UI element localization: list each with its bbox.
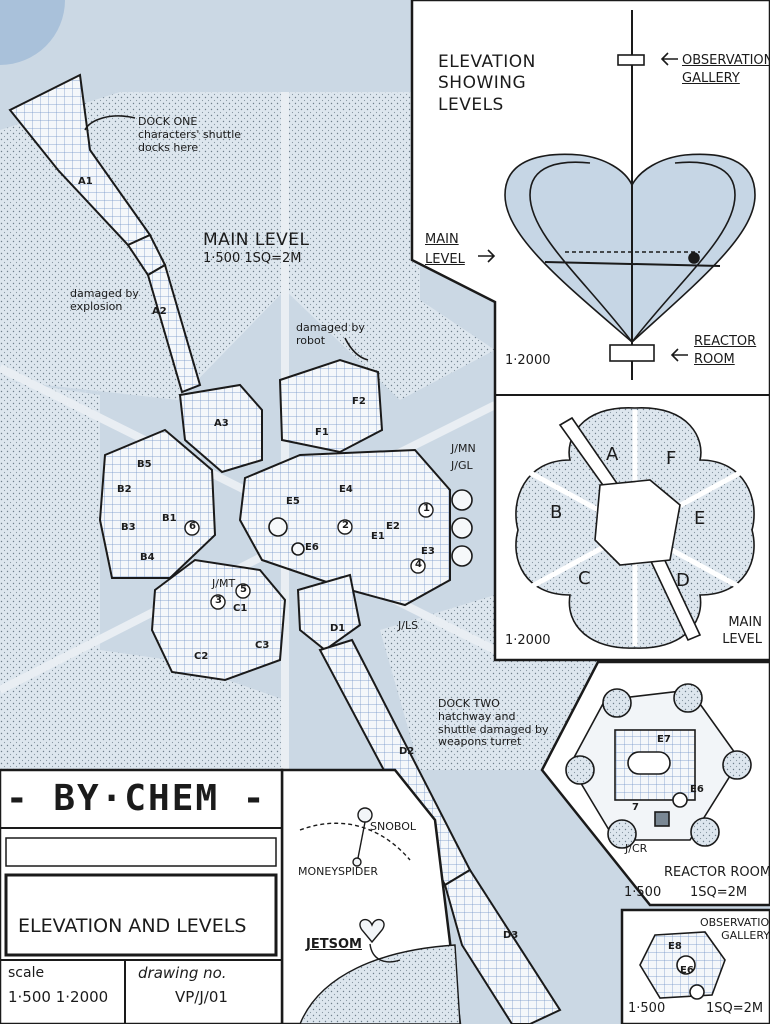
- sector-label: B: [550, 502, 563, 523]
- room-label: E6: [305, 542, 319, 553]
- snobol-label: SNOBOL: [370, 820, 417, 833]
- room-label: B3: [121, 522, 136, 533]
- elevation-drawing: [504, 10, 756, 380]
- room-label: E7: [657, 734, 671, 745]
- room-label: A3: [214, 418, 229, 429]
- observation-scale: 1·500: [628, 1001, 666, 1016]
- arrows: [84, 52, 688, 362]
- room-label: D1: [330, 623, 346, 634]
- room-label: D2: [399, 746, 415, 757]
- room-label: B4: [140, 552, 155, 563]
- main-level-pods: [268, 489, 473, 567]
- room-label: C1: [233, 603, 248, 614]
- main-level-label: MAIN LEVEL: [425, 232, 465, 267]
- marker-number: 3: [215, 595, 222, 606]
- room-label: F2: [352, 396, 366, 407]
- room-label: E3: [421, 546, 435, 557]
- reactor-room-grid: 1SQ=2M: [690, 885, 748, 900]
- moneyspider-label: MONEYSPIDER: [298, 865, 378, 878]
- main-marker-circles: [184, 502, 434, 610]
- junction-label: J/MN: [451, 442, 476, 455]
- damage-explosion-note: damaged by explosion: [70, 287, 139, 313]
- dock-two-title: DOCK TWO: [438, 697, 500, 710]
- reactor-drawing: [565, 683, 752, 849]
- bychem-logo: - BY·CHEM -: [6, 778, 267, 819]
- elevation-scale: 1·2000: [505, 353, 551, 368]
- marker-number: 2: [342, 520, 349, 531]
- jetsom-drawing: [299, 807, 461, 1024]
- damage-robot-note: damaged by robot: [296, 321, 365, 347]
- scale-value: 1·500 1·2000: [8, 988, 109, 1006]
- room-label: A1: [78, 176, 93, 187]
- marker-number: 1: [423, 503, 430, 514]
- junction-label: J/GL: [451, 459, 473, 472]
- room-label: E1: [371, 531, 385, 542]
- dock-one-note: characters' shuttle docks here: [138, 128, 242, 154]
- station-plan: [8, 73, 562, 1024]
- room-label: E2: [386, 521, 400, 532]
- elevation-title: ELEVATION SHOWING LEVELS: [438, 52, 536, 115]
- main-level-scale: 1·500 1SQ=2M: [203, 251, 302, 266]
- reactor-room-label: REACTOR ROOM: [694, 334, 757, 367]
- room-label: C3: [255, 640, 270, 651]
- sector-label: C: [578, 568, 591, 589]
- junction-label: J/MT: [212, 577, 236, 590]
- observation-gallery-title: OBSERVATION GALLERY: [700, 916, 770, 942]
- scale-label: scale: [8, 965, 45, 981]
- plan-drawing: [515, 407, 755, 649]
- reactor-room-scale: 1·500: [624, 885, 662, 900]
- drawing-number-value: VP/J/01: [175, 988, 228, 1006]
- room-label: B5: [137, 459, 152, 470]
- junction-label: J/LS: [398, 619, 419, 632]
- marker-number: 7: [632, 802, 639, 813]
- drawing-number-label: drawing no.: [138, 964, 227, 982]
- room-label: E6: [690, 784, 704, 795]
- room-label: D3: [503, 930, 519, 941]
- main-level-title: MAIN LEVEL: [203, 230, 310, 250]
- dock-two-note: hatchway and shuttle damaged by weapons …: [438, 710, 549, 749]
- sector-label: D: [676, 570, 690, 591]
- plan-main-level-label: MAIN LEVEL: [722, 615, 762, 647]
- room-label: E4: [339, 484, 353, 495]
- sector-label: F: [666, 448, 677, 469]
- room-label: E6: [680, 965, 694, 976]
- observation-grid: 1SQ=2M: [706, 1001, 764, 1016]
- room-label: C2: [194, 651, 209, 662]
- marker-number: 5: [240, 584, 247, 595]
- marker-number: 4: [415, 559, 422, 570]
- room-label: E8: [668, 941, 682, 952]
- sector-label: E: [694, 508, 706, 529]
- observation-gallery-label: OBSERVATION GALLERY: [682, 53, 770, 86]
- drawing-title: ELEVATION AND LEVELS: [18, 915, 247, 937]
- dock-one-title: DOCK ONE: [138, 115, 198, 128]
- room-label: B2: [117, 484, 132, 495]
- marker-number: 6: [189, 521, 196, 532]
- room-label: F1: [315, 427, 329, 438]
- observation-drawing: [639, 931, 726, 1000]
- junction-label: J/CR: [625, 842, 648, 855]
- room-label: A2: [152, 306, 167, 317]
- jetsom-title: JETSOM: [306, 937, 362, 952]
- corner-disc: [0, 0, 65, 65]
- room-label: B1: [162, 513, 177, 524]
- plan-scale: 1·2000: [505, 633, 551, 648]
- room-label: E5: [286, 496, 300, 507]
- reactor-room-title: REACTOR ROOM: [664, 865, 770, 880]
- sector-label: A: [606, 444, 619, 465]
